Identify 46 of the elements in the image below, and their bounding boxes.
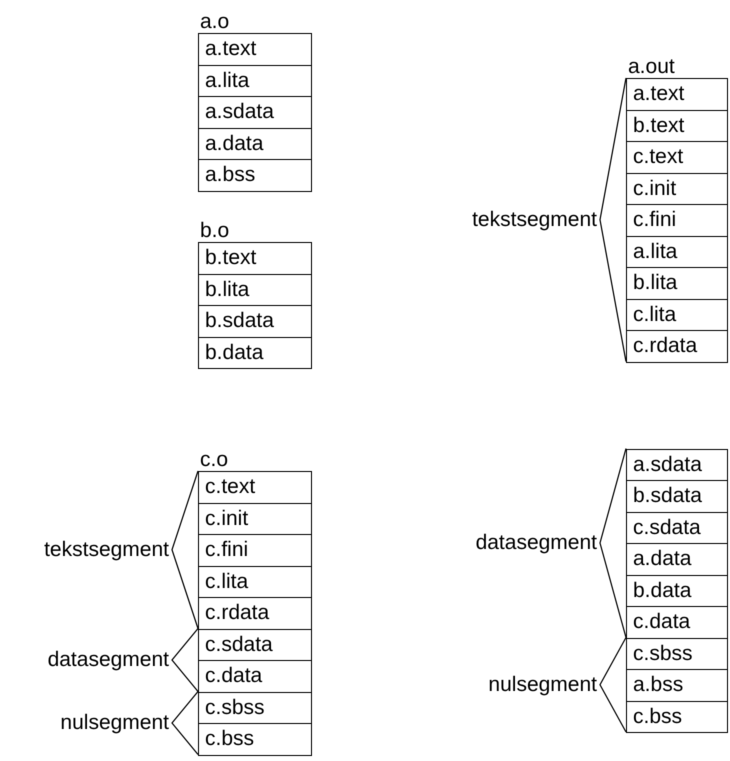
memory-section: c.sbss	[198, 692, 312, 724]
memory-section: a.sdata	[198, 96, 312, 128]
memory-section: b.data	[198, 336, 312, 369]
memory-section: a.bss	[626, 669, 728, 702]
memory-section: c.fini	[626, 204, 728, 236]
memory-section: c.fini	[198, 534, 312, 566]
segment-label: nulsegment	[488, 672, 597, 697]
memory-section: a.data	[198, 128, 312, 160]
memory-section: c.sdata	[626, 512, 728, 544]
memory-section: c.bss	[626, 700, 728, 733]
segment-label: datasegment	[476, 531, 597, 555]
memory-section: c.lita	[626, 298, 728, 331]
memory-section: c.data	[626, 606, 728, 638]
segment-label: datasegment	[48, 648, 169, 672]
memory-section: a.lita	[198, 64, 312, 97]
memory-section: a.sdata	[626, 448, 728, 481]
memory-section: a.text	[626, 78, 728, 110]
memory-section: c.text	[626, 141, 728, 174]
memory-section: c.data	[198, 660, 312, 692]
memory-section: c.init	[626, 172, 728, 205]
memory-section: a.bss	[198, 159, 312, 192]
memory-section: b.lita	[198, 274, 312, 306]
file-name: b.o	[200, 219, 230, 242]
segment-label: tekstsegment	[472, 208, 597, 232]
memory-section: a.text	[198, 33, 312, 66]
segment-label: nulsegment	[60, 711, 169, 735]
memory-section: c.rdata	[626, 330, 728, 362]
memory-section: c.text	[198, 471, 312, 504]
memory-section: c.init	[198, 502, 312, 535]
memory-section: c.sbss	[626, 638, 728, 670]
memory-section: c.lita	[198, 566, 312, 598]
segment-label: tekstsegment	[44, 538, 169, 562]
memory-section: b.sdata	[198, 305, 312, 338]
memory-section: a.lita	[626, 236, 728, 268]
memory-section: c.bss	[198, 723, 312, 756]
file-name: a.o	[200, 10, 230, 33]
memory-section: b.text	[626, 110, 728, 142]
memory-section: c.sdata	[198, 628, 312, 661]
memory-section: b.data	[626, 574, 728, 607]
memory-section: b.lita	[626, 267, 728, 300]
file-name: a.out	[628, 55, 675, 78]
file-name: c.o	[200, 448, 228, 471]
memory-section: a.data	[626, 543, 728, 576]
memory-section: c.rdata	[198, 597, 312, 630]
memory-section: b.text	[198, 242, 312, 274]
memory-section: b.sdata	[626, 480, 728, 512]
